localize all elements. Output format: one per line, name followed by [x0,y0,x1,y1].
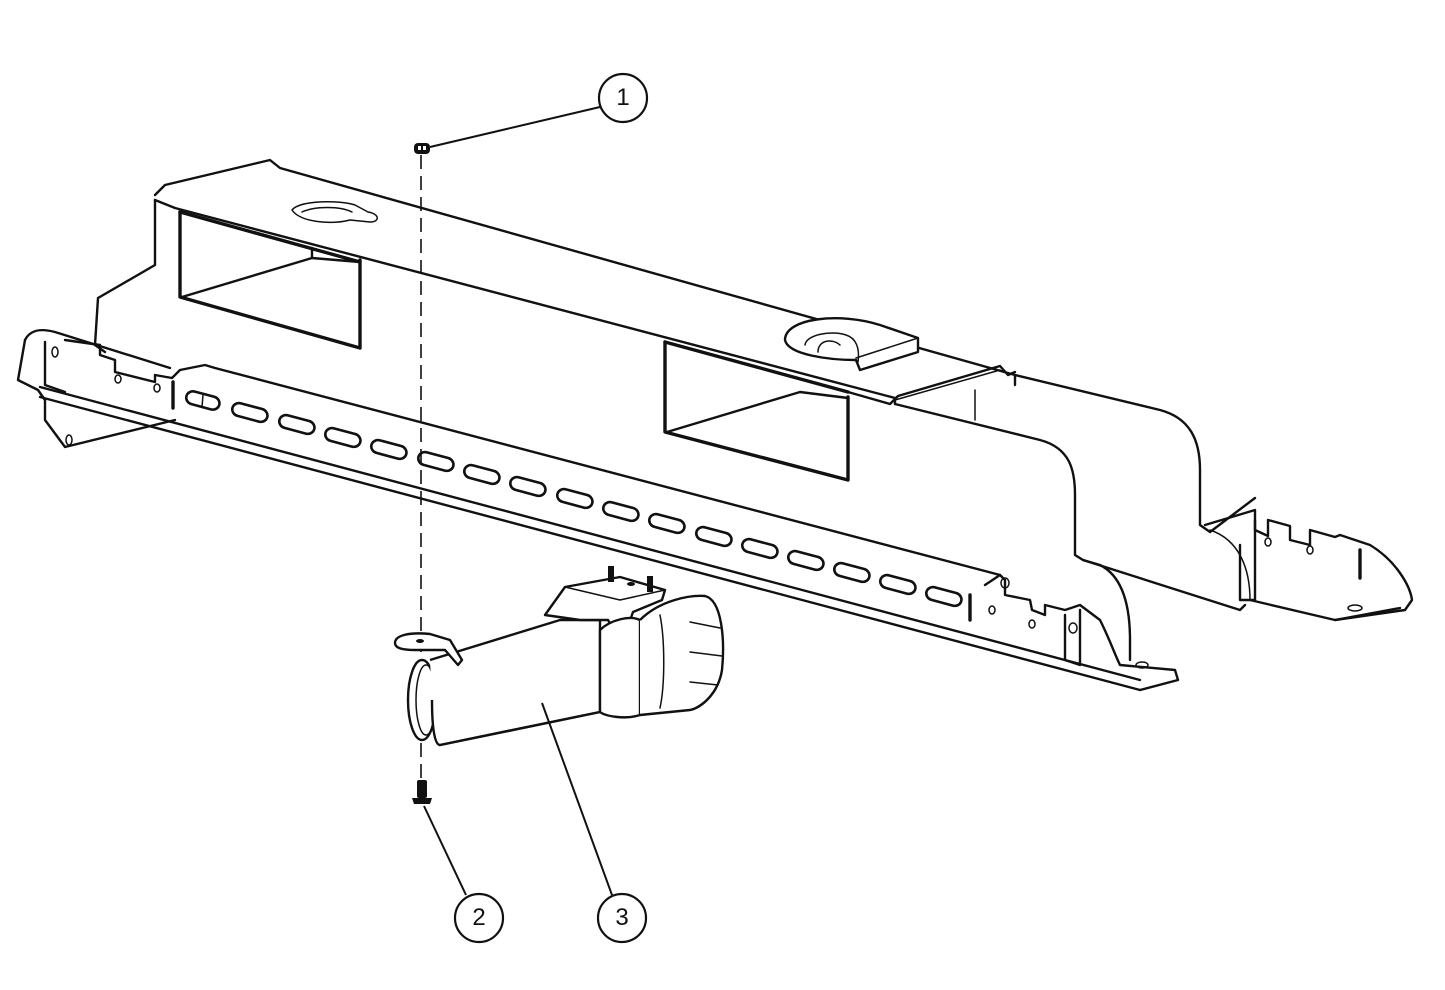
bolt-part-2 [412,780,432,804]
callout-number-2: 2 [472,904,486,931]
connector-socket-part-3 [393,566,725,747]
callout-balloon-3 [596,892,648,944]
callout-number-1: 1 [616,84,630,111]
callout-number-3: 3 [615,904,629,931]
leader-line-1 [429,106,601,148]
leader-line-3 [541,702,613,896]
callouts [423,72,649,944]
rail-slots [184,390,963,608]
callout-balloon-2 [453,892,505,944]
hitch-frame [16,158,1414,692]
leader-line-2 [423,805,467,896]
nut-part-1 [414,143,430,154]
callout-balloon-1 [597,72,649,124]
